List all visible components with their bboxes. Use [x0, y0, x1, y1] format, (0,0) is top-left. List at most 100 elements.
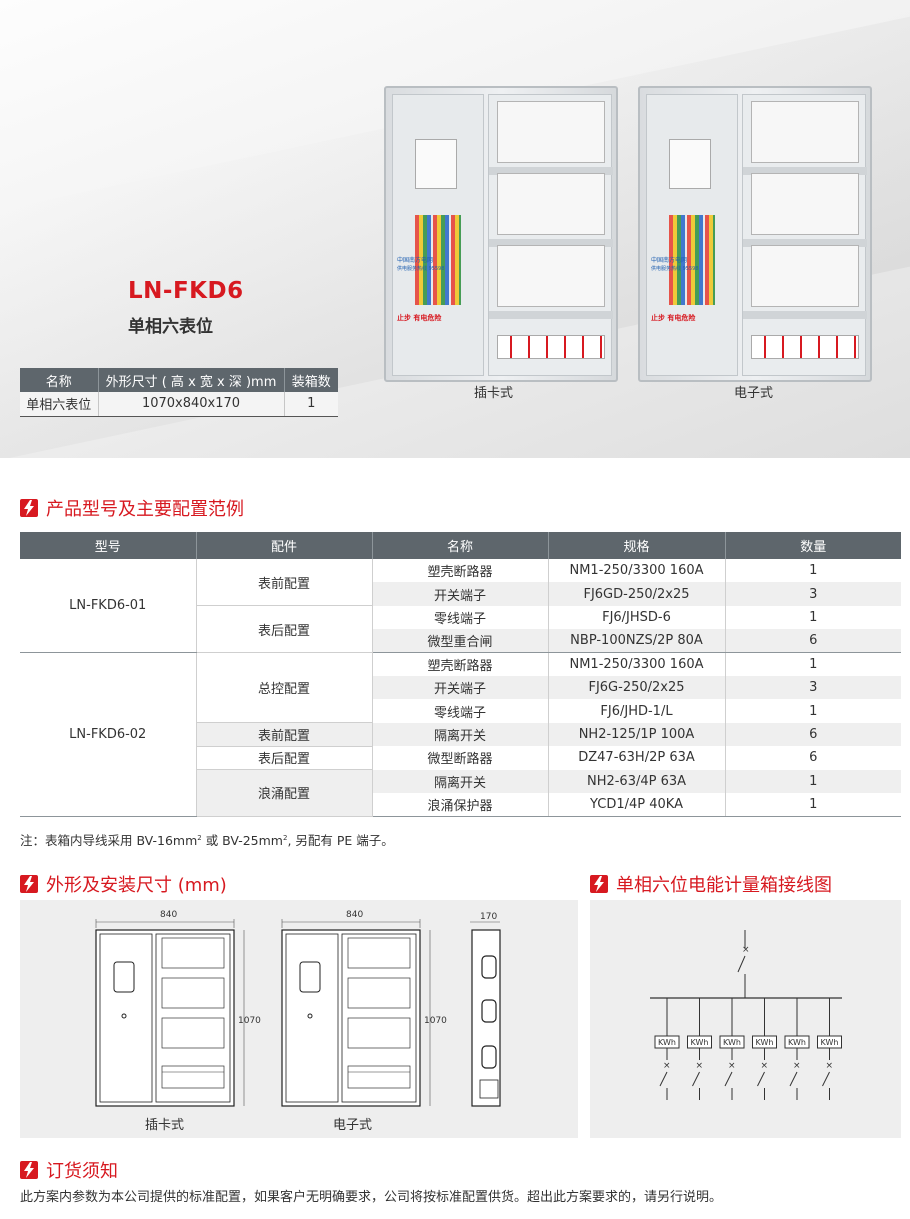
item-name-cell: 浪涌保护器 — [372, 792, 549, 817]
spec-cell-name: 单相六表位 — [20, 392, 99, 417]
item-name-cell: 开关端子 — [372, 582, 549, 606]
switch-blade — [789, 1071, 798, 1087]
group-cell: 总控配置 — [196, 652, 373, 724]
kwh-meter-label: KWh — [821, 1038, 839, 1047]
wire-bundle — [415, 215, 461, 305]
lightning-icon — [20, 499, 38, 517]
meter-divider — [743, 311, 867, 319]
breaker-mark: × — [793, 1061, 801, 1071]
table-row: 表后配置 零线端子 FJ6/JHSD-6 1 — [20, 605, 901, 654]
wiring-note: 注：表箱内导线采用 BV-16mm2 或 BV-25mm2, 另配有 PE 端子… — [20, 830, 394, 849]
breaker-mark: × — [663, 1061, 671, 1071]
table-row: LN-FKD6-02 总控配置 塑壳断路器 NM1-250/3300 160A … — [20, 652, 901, 817]
wiring-diagram: × KWh×KWh×KWh×KWh×KWh×KWh× — [650, 930, 842, 1100]
table-row: LN-FKD6-01 表前配置 塑壳断路器 NM1-250/3300 160A … — [20, 559, 901, 654]
item-qty-cell: 1 — [809, 563, 818, 579]
breaker-mark: × — [696, 1061, 704, 1071]
meter-divider — [743, 239, 867, 247]
kwh-meter-label: KWh — [756, 1038, 774, 1047]
warning-label: 止步 有电危险 — [651, 314, 696, 322]
meter-slot — [751, 101, 859, 163]
spec-header-qty: 装箱数 — [284, 368, 338, 392]
item-name-cell: 微型断路器 — [372, 746, 549, 770]
kwh-meter-label: KWh — [723, 1038, 741, 1047]
switch-blade — [757, 1071, 765, 1087]
item-name-cell: 塑壳断路器 — [372, 559, 549, 583]
wiring-diagram-panel: × KWh×KWh×KWh×KWh×KWh×KWh× — [590, 900, 901, 1138]
width-dimension-label: 840 — [346, 910, 364, 920]
table-row: 浪涌保护器 YCD1/4P 40KA 1 — [20, 792, 901, 817]
item-spec-cell: NH2-125/1P 100A — [548, 722, 726, 747]
switch-blade — [724, 1071, 733, 1087]
switch-blade — [692, 1071, 700, 1087]
kwh-meter-label: KWh — [691, 1038, 709, 1047]
molded-case-breaker — [669, 139, 711, 189]
cabinet-right-compartment — [488, 94, 613, 376]
table-row: 表后配置 微型断路器 DZ47-63H/2P 63A 6 — [20, 746, 901, 771]
meter-divider — [489, 239, 613, 247]
item-qty-cell: 3 — [725, 582, 901, 606]
meter-slot — [497, 173, 605, 235]
item-qty-cell: 3 — [725, 675, 901, 700]
item-name-cell: 开关端子 — [372, 675, 549, 700]
config-section-title: 产品型号及主要配置范例 — [46, 499, 244, 520]
cabinet-photo-electronic: 中国南方电网 供电服务热线 95598 止步 有电危险 — [638, 86, 872, 382]
item-spec-cell: FJ6/JHSD-6 — [548, 605, 726, 630]
table-row: 浪涌配置 隔离开关 NH2-63/4P 63A 1 — [20, 769, 901, 817]
item-qty-cell: 1 — [809, 609, 818, 625]
group-cell: 浪涌配置 — [196, 769, 373, 817]
model-cell: LN-FKD6-01 — [20, 559, 197, 654]
cabinet-photo-card-type: 中国南方电网 供电服务热线 95598 止步 有电危险 — [384, 86, 618, 382]
cabinet-right-compartment — [742, 94, 867, 376]
photo-caption-electronic: 电子式 — [734, 386, 774, 401]
height-dimension-label: 1070 — [424, 1016, 447, 1026]
group-cell: 表后配置 — [196, 746, 373, 771]
group-cell: 表前配置 — [196, 722, 373, 747]
note-middle: 或 BV-25mm — [201, 833, 283, 848]
svg-text:×: × — [742, 945, 750, 955]
item-spec-cell: NM1-250/3300 160A — [548, 652, 726, 676]
item-spec-cell: DZ47-63H/2P 63A — [548, 746, 726, 770]
width-dimension-label: 840 — [160, 910, 178, 920]
breaker-mark: × — [826, 1061, 834, 1071]
wiring-section-title: 单相六位电能计量箱接线图 — [616, 875, 832, 896]
item-name-cell: 塑壳断路器 — [372, 652, 549, 676]
note-suffix: , 另配有 PE 端子。 — [287, 833, 394, 848]
order-notice-text: 此方案内参数为本公司提供的标准配置，如果客户无明确要求，公司将按标准配置供货。超… — [20, 1190, 723, 1205]
group-cell: 表前配置 — [196, 559, 373, 607]
note-superscript: 2 — [282, 833, 288, 842]
cabinet-left-compartment: 中国南方电网 供电服务热线 95598 止步 有电危险 — [392, 94, 484, 376]
breaker-mark: × — [728, 1061, 736, 1071]
item-qty-cell: 1 — [725, 769, 901, 793]
lightning-icon — [20, 875, 38, 893]
dimensions-section-heading: 外形及安装尺寸 (mm) — [20, 871, 227, 897]
drawing-caption-electronic: 电子式 — [333, 1118, 373, 1133]
wiring-section-heading: 单相六位电能计量箱接线图 — [590, 871, 832, 897]
config-header-qty: 数量 — [725, 532, 901, 559]
front-view-card-type-drawing — [95, 919, 245, 1107]
spec-cell-qty: 1 — [284, 392, 338, 417]
spec-header-name: 名称 — [20, 368, 99, 392]
note-prefix: 注：表箱内导线采用 BV-16mm — [20, 833, 198, 848]
dimension-drawings-panel: 840 1070 插卡式 840 1070 电子式 170 — [20, 900, 578, 1138]
grid-brand-label: 中国南方电网 — [397, 257, 434, 264]
item-name-cell: 零线端子 — [372, 605, 549, 630]
item-name-cell: 微型重合闸 — [372, 629, 549, 654]
table-row: 表前配置 隔离开关 NH2-125/1P 100A 6 — [20, 722, 901, 747]
item-spec-cell: YCD1/4P 40KA — [548, 792, 726, 817]
spec-table: 名称 外形尺寸 ( 高 x 宽 x 深 )mm 装箱数 单相六表位 1070x8… — [20, 368, 338, 417]
meter-slot — [497, 245, 605, 307]
item-spec-cell: NBP-100NZS/2P 80A — [548, 629, 726, 654]
table-row: 微型重合闸 NBP-100NZS/2P 80A 6 — [20, 629, 901, 654]
item-qty-cell: 1 — [809, 657, 818, 672]
switch-blade — [659, 1071, 668, 1087]
height-dimension-label: 1070 — [238, 1016, 261, 1026]
lightning-icon — [590, 875, 608, 893]
molded-case-breaker — [415, 139, 457, 189]
item-spec-cell: FJ6GD-250/2x25 — [548, 582, 726, 606]
mcb-row — [751, 335, 859, 359]
table-row: 开关端子 FJ6GD-250/2x25 3 — [20, 582, 901, 606]
meter-slot — [751, 173, 859, 235]
kwh-meter-label: KWh — [658, 1038, 676, 1047]
config-header-spec: 规格 — [548, 532, 726, 559]
